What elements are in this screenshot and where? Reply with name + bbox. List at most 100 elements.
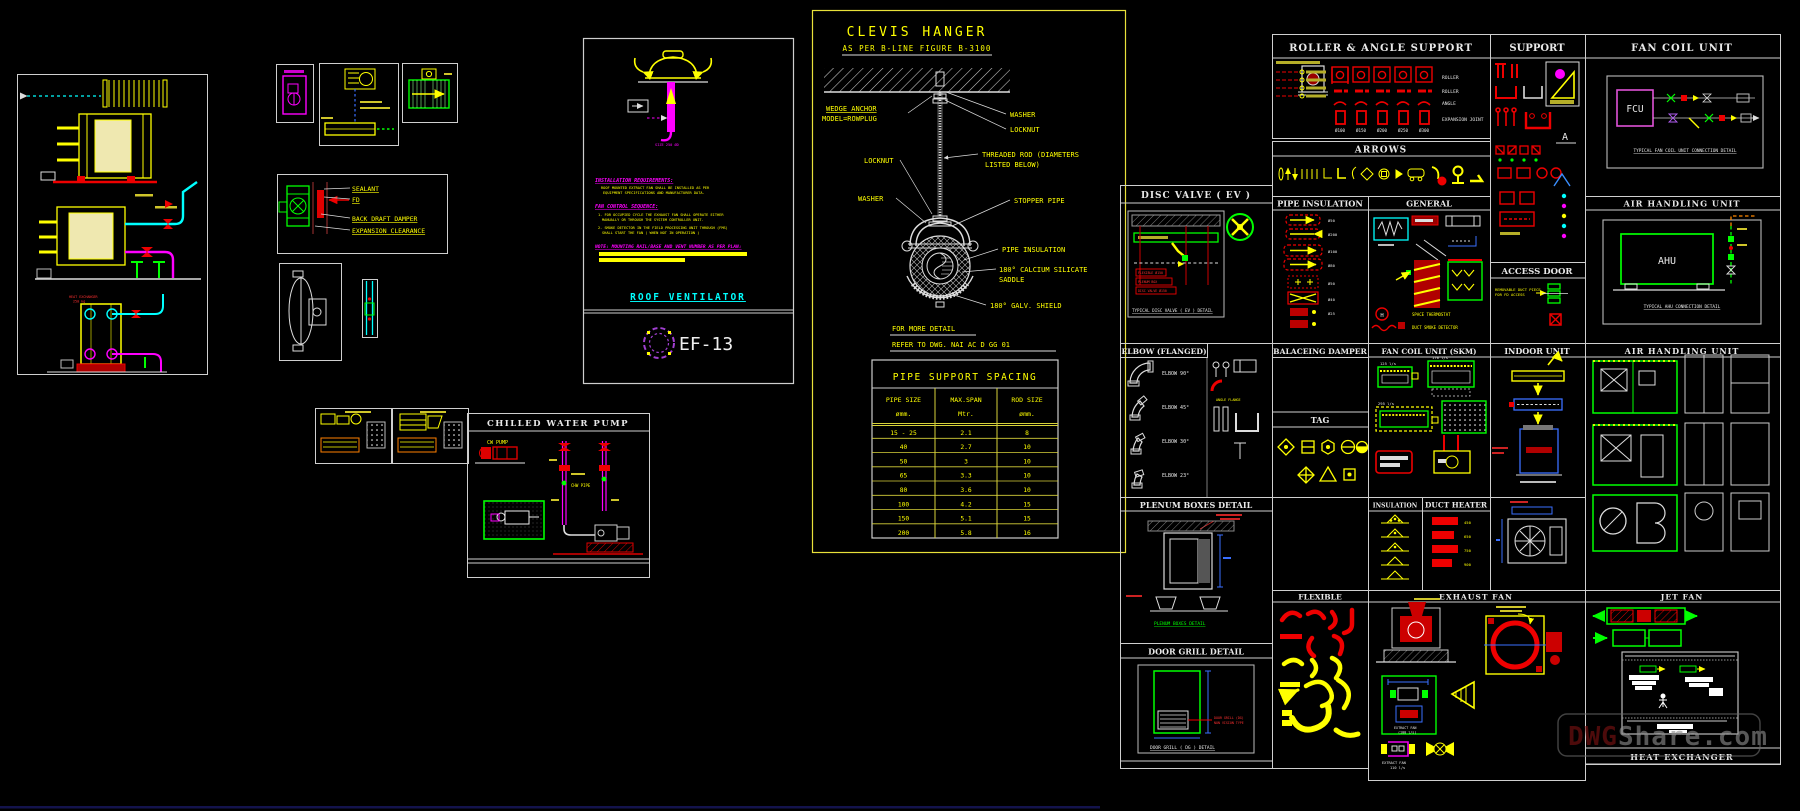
svg-text:250 kg: 250 kg <box>73 300 85 304</box>
support-symbols: A <box>1495 61 1580 239</box>
svg-text:10: 10 <box>1023 459 1031 466</box>
extract-fan-detail: EXTRACT FAN (100 l/s) <box>1381 675 1475 735</box>
access-door-symbols <box>1536 283 1568 326</box>
fcu-caption: TYPICAL FAN COIL UNIT CONNECTION DETAIL <box>1633 148 1736 154</box>
ahu-plan-icons <box>1592 354 1770 552</box>
svg-text:GENERAL: GENERAL <box>1406 199 1452 209</box>
svg-text:DOOR GRILL DETAIL: DOOR GRILL DETAIL <box>1148 647 1244 657</box>
svg-text:1- FOR OCCUPIED CYCLE THE EXHA: 1- FOR OCCUPIED CYCLE THE EXHAUST FAN SH… <box>598 213 724 217</box>
svg-text:Ø300: Ø300 <box>1419 128 1430 133</box>
svg-text:180° GALV. SHIELD: 180° GALV. SHIELD <box>990 302 1062 310</box>
svg-text:FLEXIBLE: FLEXIBLE <box>1298 593 1342 602</box>
svg-text:Ø150: Ø150 <box>1356 128 1367 133</box>
chw-pipe-label: CHW PIPE <box>571 483 591 488</box>
cell-jet-fan: JET FAN HEAT EXCHANGER <box>1585 590 1781 765</box>
fcu-connection-detail: FCU <box>1616 89 1760 129</box>
svg-text:ELBOW 30°: ELBOW 30° <box>1162 439 1189 445</box>
svg-text:200: 200 <box>898 530 910 537</box>
svg-text:ANGLE: ANGLE <box>1442 101 1456 107</box>
svg-text:ELBOW 23°: ELBOW 23° <box>1162 473 1189 479</box>
svg-text:ROLLER: ROLLER <box>1442 89 1459 95</box>
svg-text:PIPE SIZE: PIPE SIZE <box>886 396 921 404</box>
pump-piping: CHW PIPE <box>549 441 643 555</box>
disc-caption: TYPICAL DISC VALVE ( EV ) DETAIL <box>1132 308 1213 313</box>
indoor-unit-icons <box>1492 350 1565 483</box>
condensing-unit-box <box>319 63 399 146</box>
svg-text:ELBOW (FLANGED): ELBOW (FLANGED) <box>1121 347 1206 356</box>
svg-text:Ø80: Ø80 <box>1328 263 1336 268</box>
svg-text:AIR HANDLING UNIT: AIR HANDLING UNIT <box>1624 346 1740 356</box>
svg-text:SHALL START THE FAN ( WHEN NOT: SHALL START THE FAN ( WHEN NOT IN OPERAT… <box>602 231 699 235</box>
svg-text:Ø25: Ø25 <box>1328 311 1335 316</box>
duct-riser <box>667 82 675 132</box>
duct-heater-bars: 450 650 750 900 <box>1432 517 1472 567</box>
svg-text:BALACEING DAMPER: BALACEING DAMPER <box>1273 347 1367 356</box>
svg-text:Ø250: Ø250 <box>1398 128 1409 133</box>
coil-box <box>402 63 458 123</box>
svg-text:DISC VALVE Ø150: DISC VALVE Ø150 <box>1138 288 1167 293</box>
hx-elevation-a <box>40 113 157 184</box>
svg-text:FAN CONTROL SEQUENCE:: FAN CONTROL SEQUENCE: <box>595 204 658 210</box>
svg-text:SADDLE: SADDLE <box>999 276 1024 284</box>
axial-fan-side-box <box>279 263 342 361</box>
svg-text:H: H <box>1380 313 1383 319</box>
svg-text:450: 450 <box>1464 520 1472 525</box>
cw-pump-label: CW PUMP <box>487 440 508 446</box>
ahu-block-box-1 <box>315 408 392 464</box>
svg-text:INSULATION: INSULATION <box>1373 503 1418 510</box>
cell-access-door: ACCESS DOOR REMOVABLE DUCT PIECE FOR FD … <box>1490 262 1586 344</box>
disc-valve-detail: FLEXIBLE Ø150 PLENUM BOX DISC VALVE Ø150… <box>1127 210 1254 318</box>
svg-text:PLENUM BOX: PLENUM BOX <box>1138 280 1157 284</box>
svg-text:FLEXIBLE Ø150: FLEXIBLE Ø150 <box>1138 270 1163 275</box>
cell-roller-angle-support: ROLLER & ANGLE SUPPORT <box>1272 34 1491 139</box>
svg-text:15: 15 <box>1023 516 1031 523</box>
svg-text:ROD SIZE: ROD SIZE <box>1011 396 1042 404</box>
svg-text:3.3: 3.3 <box>960 473 972 480</box>
ef-13-text: EF-13 <box>679 334 733 355</box>
svg-text:DUCT HEATER: DUCT HEATER <box>1425 501 1488 510</box>
svg-text:WASHER: WASHER <box>858 195 884 203</box>
svg-text:FAN COIL UNIT: FAN COIL UNIT <box>1631 43 1733 54</box>
svg-text:3.6: 3.6 <box>960 487 972 494</box>
cell-door-grill: DOOR GRILL DETAIL DOOR GRILL (DG) NON VI… <box>1120 643 1273 769</box>
svg-text:40: 40 <box>900 444 908 451</box>
cell-exhaust-fan: EXHAUST FAN EXTRACT FAN (100 l/s) <box>1368 590 1586 781</box>
fan-unit-icon <box>1496 501 1567 564</box>
exhaust-fan-side <box>1376 598 1456 663</box>
svg-text:PIPE INSULATION: PIPE INSULATION <box>1002 246 1065 254</box>
cell-support: SUPPORT A <box>1490 34 1586 263</box>
svg-text:100: 100 <box>898 501 910 508</box>
svg-text:295 l/s: 295 l/s <box>1378 401 1394 406</box>
svg-text:ELBOW 90°: ELBOW 90° <box>1162 371 1189 377</box>
svg-text:LISTED BELOW): LISTED BELOW) <box>985 161 1040 169</box>
svg-text:EXTRACT FAN: EXTRACT FAN <box>1394 726 1416 730</box>
svg-text:125 l/s: 125 l/s <box>1380 361 1396 366</box>
svg-text:STOPPER PIPE: STOPPER PIPE <box>1014 197 1065 205</box>
plenum-caption: PLENUM BOXES DETAIL <box>1154 621 1206 627</box>
fd-label: FD <box>352 196 360 204</box>
svg-text:Ø50: Ø50 <box>1328 281 1336 286</box>
ahu-block-box-2 <box>392 408 469 464</box>
svg-text:NOTE: MOUNTING RAIL/BASE AND V: NOTE: MOUNTING RAIL/BASE AND VENT NUMBER… <box>594 244 742 250</box>
fcu-skm-icons: 125 l/s 170 l/s 295 l/s <box>1375 355 1487 474</box>
svg-text:EXTRACT FAN: EXTRACT FAN <box>1382 761 1406 765</box>
svg-text:MANUALLY OR THROUGH THE SYSTEM: MANUALLY OR THROUGH THE SYSTEM CONTROLLE… <box>602 218 704 222</box>
svg-text:TAG: TAG <box>1311 415 1330 425</box>
svg-text:LOCKNUT: LOCKNUT <box>1010 126 1040 134</box>
svg-text:AIR HANDLING UNIT: AIR HANDLING UNIT <box>1623 199 1741 209</box>
svg-text:Mtr.: Mtr. <box>958 410 974 418</box>
clevis-hanger-panel: CLEVIS HANGER AS PER B-LINE FIGURE B-310… <box>811 9 1127 554</box>
svg-text:2.1: 2.1 <box>960 430 972 437</box>
svg-text:170 l/s: 170 l/s <box>1432 355 1448 360</box>
ahu-connection-detail: AHU <box>1613 215 1755 291</box>
pump-icon <box>475 446 525 464</box>
bottom-edge-line <box>0 806 1100 809</box>
svg-text:3: 3 <box>964 459 968 466</box>
door-grill-caption: DOOR GRILL ( DG ) DETAIL <box>1150 745 1215 751</box>
svg-text:JET FAN: JET FAN <box>1660 593 1703 602</box>
chilled-water-pump-panel: CHILLED WATER PUMP CW PUMP CHW PIPE <box>467 413 650 578</box>
svg-text:ROLLER: ROLLER <box>1442 75 1459 81</box>
svg-text:ELBOW 45°: ELBOW 45° <box>1162 405 1189 411</box>
